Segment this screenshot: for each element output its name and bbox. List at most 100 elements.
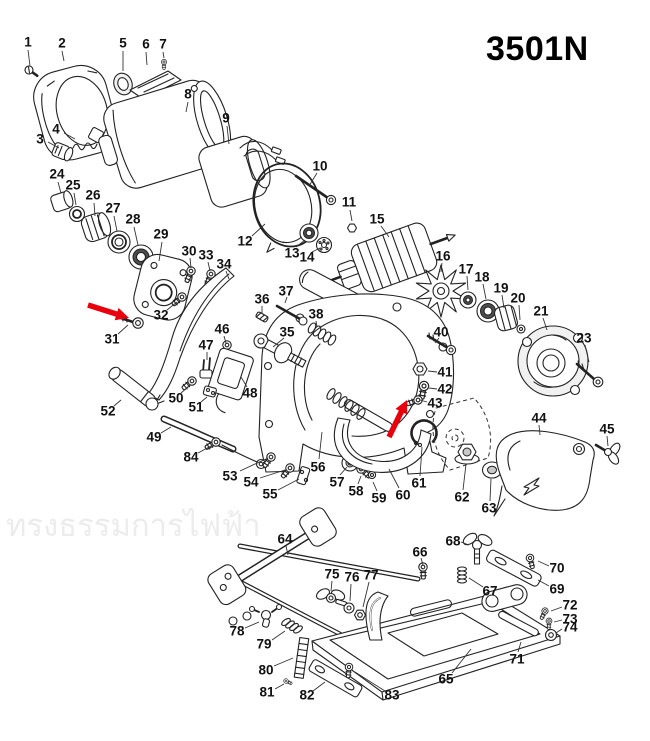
leader-line-27 xyxy=(113,215,118,232)
part-25-ring xyxy=(68,205,86,223)
highlight-arrows-layer xyxy=(87,302,408,439)
leader-line-9 xyxy=(226,125,230,145)
leader-line-80 xyxy=(273,657,294,667)
part-label-13: 13 xyxy=(284,246,300,261)
leader-line-31 xyxy=(117,324,129,335)
leader-line-66 xyxy=(420,557,424,566)
part-label-79: 79 xyxy=(256,637,271,652)
leader-line-10 xyxy=(308,172,318,187)
model-number-title: 3501N xyxy=(486,30,589,68)
part-label-43: 43 xyxy=(427,396,443,411)
part-label-14: 14 xyxy=(299,250,315,265)
leader-line-29 xyxy=(158,241,163,262)
part-label-21: 21 xyxy=(533,304,549,319)
part-7-screw xyxy=(161,59,167,70)
leader-line-79 xyxy=(271,630,286,641)
part-64-rip-fence xyxy=(207,507,421,637)
part-label-4: 4 xyxy=(52,122,60,137)
part-label-63: 63 xyxy=(481,501,497,516)
part-26-bearing-sleeve xyxy=(80,212,112,243)
leader-line-1 xyxy=(27,49,31,67)
part-label-56: 56 xyxy=(310,460,326,475)
part-48-switch xyxy=(207,347,254,414)
leader-line-41 xyxy=(427,370,438,373)
part-label-58: 58 xyxy=(348,484,364,499)
leader-line-18 xyxy=(482,283,487,300)
part-81-screw xyxy=(282,677,294,687)
leader-line-49 xyxy=(160,426,172,434)
part-61-c-ring xyxy=(410,419,438,448)
part-label-31: 31 xyxy=(104,332,120,347)
part-label-45: 45 xyxy=(599,422,615,437)
part-77-nut xyxy=(353,609,367,621)
leader-line-43 xyxy=(419,399,428,403)
leader-line-62 xyxy=(462,463,467,491)
part-79-spring xyxy=(281,617,303,634)
part-label-65: 65 xyxy=(438,672,454,687)
leader-line-67 xyxy=(468,577,484,588)
highlight-arrow-part-43-head xyxy=(395,400,408,415)
part-11-nut xyxy=(346,223,358,233)
highlight-arrow-part-31-head xyxy=(114,307,129,321)
leader-line-68 xyxy=(460,541,470,546)
leader-line-54 xyxy=(259,469,286,479)
part-label-26: 26 xyxy=(85,188,101,203)
part-67-spring xyxy=(456,566,468,584)
leader-line-50 xyxy=(180,386,189,394)
part-label-8: 8 xyxy=(184,87,192,102)
leader-line-48 xyxy=(240,376,248,388)
leader-line-32 xyxy=(166,301,178,311)
part-label-81: 81 xyxy=(259,685,275,700)
part-label-12: 12 xyxy=(237,234,252,249)
part-17-washer xyxy=(459,291,477,309)
part-label-19: 19 xyxy=(493,281,508,296)
part-69-plate xyxy=(486,549,542,587)
leader-line-38 xyxy=(315,320,318,328)
leader-line-52 xyxy=(113,399,122,407)
leader-line-69 xyxy=(537,579,550,587)
part-label-80: 80 xyxy=(258,663,273,678)
part-35-spindle xyxy=(253,333,307,368)
part-23-bolt xyxy=(575,360,604,388)
part-label-70: 70 xyxy=(549,561,564,576)
part-82-plate xyxy=(308,659,363,698)
part-label-51: 51 xyxy=(188,400,204,415)
part-37-bolt xyxy=(275,304,308,326)
leader-line-28 xyxy=(133,226,139,246)
part-label-10: 10 xyxy=(312,159,327,174)
part-label-75: 75 xyxy=(324,567,340,582)
part-label-68: 68 xyxy=(445,534,461,549)
part-label-67: 67 xyxy=(482,584,497,599)
part-label-66: 66 xyxy=(412,545,428,560)
part-74-ring xyxy=(544,628,558,642)
part-label-59: 59 xyxy=(371,491,386,506)
part-80-scale-plate xyxy=(293,636,310,679)
part-label-84: 84 xyxy=(183,450,199,465)
part-label-62: 62 xyxy=(454,490,469,505)
part-6-name-plate xyxy=(129,70,182,100)
part-15-armature xyxy=(330,222,456,293)
part-label-49: 49 xyxy=(146,430,161,445)
part-label-61: 61 xyxy=(411,476,427,491)
leader-line-61 xyxy=(419,446,423,477)
part-56-spring-rod xyxy=(326,388,393,432)
part-41-nut xyxy=(412,362,428,376)
part-label-53: 53 xyxy=(222,469,238,484)
gear-housing xyxy=(258,293,455,475)
part-label-40: 40 xyxy=(433,325,448,340)
part-label-71: 71 xyxy=(509,652,525,667)
leader-line-51 xyxy=(200,396,208,403)
leader-line-44 xyxy=(538,424,541,436)
part-label-60: 60 xyxy=(395,488,410,503)
part-label-3: 3 xyxy=(36,132,44,147)
leader-line-56 xyxy=(318,431,323,460)
leader-line-59 xyxy=(372,481,378,492)
part-1-screw xyxy=(24,65,39,78)
part-label-20: 20 xyxy=(510,291,525,306)
part-label-35: 35 xyxy=(279,325,295,340)
part-label-15: 15 xyxy=(369,212,385,227)
part-label-78: 78 xyxy=(229,624,245,639)
leader-line-78 xyxy=(244,621,260,629)
leader-line-60 xyxy=(388,468,400,489)
